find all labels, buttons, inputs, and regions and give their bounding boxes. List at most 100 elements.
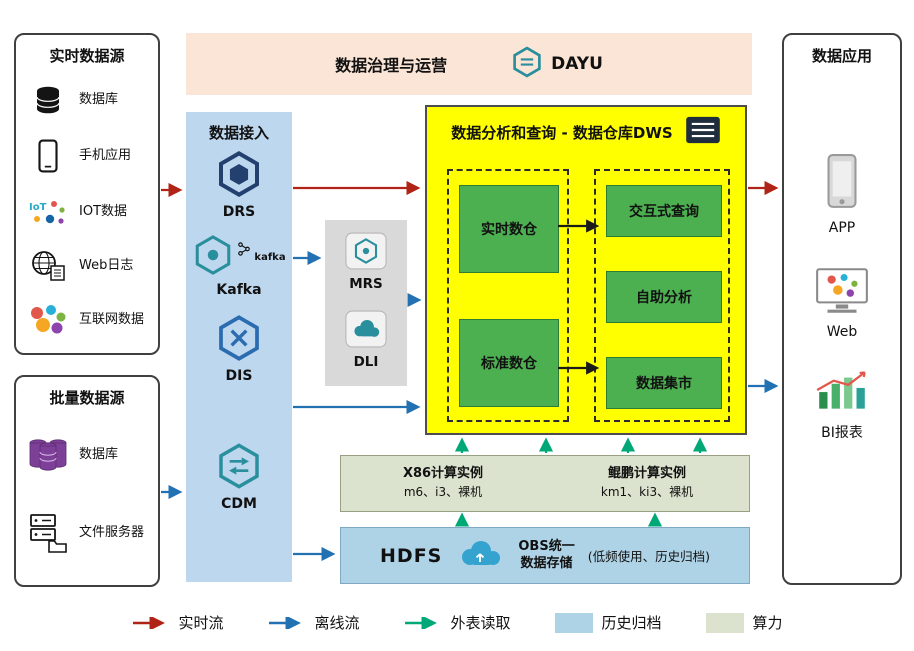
legend-label: 历史归档 <box>601 614 662 632</box>
ingestion-item-cdm: CDM <box>186 442 292 512</box>
compute-title: X86计算实例 <box>402 466 484 482</box>
compute-subtitle: m6、i3、裸机 <box>403 485 483 500</box>
application-item-app: APP <box>784 153 900 236</box>
legend-label: 外表读取 <box>450 614 511 632</box>
source-item-batch-database: 数据库 <box>24 425 154 485</box>
legend-item-archive: 历史归档 <box>554 612 662 633</box>
kafka-logo-icon <box>237 240 251 262</box>
app-phone-icon <box>824 154 860 215</box>
application-item-label: APP <box>828 220 856 236</box>
source-item-label: 文件服务器 <box>79 524 145 540</box>
ingestion-item-label: DIS <box>225 368 253 384</box>
bi-chart-icon <box>813 371 871 417</box>
web-log-icon <box>24 250 72 282</box>
source-item-label: 手机应用 <box>79 147 132 163</box>
ingestion-item-dis: DIS <box>186 314 292 384</box>
middleware-item-mrs: MRS <box>325 232 407 292</box>
ingestion-item-drs: DRS <box>186 150 292 220</box>
database-stack-icon <box>24 437 72 473</box>
legend: 实时流 离线流 外表读取 历史归档 算力 <box>0 612 914 633</box>
dws-node-realtime-warehouse: 实时数仓 <box>459 185 559 273</box>
legend-item-compute: 算力 <box>705 612 783 633</box>
phone-icon <box>24 139 72 173</box>
application-item-label: Web <box>826 324 858 340</box>
source-item-label: 数据库 <box>79 91 119 107</box>
dws-analysis-group: 交互式查询 自助分析 数据集市 <box>594 169 730 422</box>
iot-icon: IoT <box>24 197 72 227</box>
archive-swatch <box>554 612 593 633</box>
dayu-label: DAYU <box>551 54 603 74</box>
application-item-bi: BI报表 <box>784 367 900 442</box>
applications-panel: 数据应用 APP Web BI报表 <box>782 33 902 585</box>
legend-item-offline-flow: 离线流 <box>267 612 359 633</box>
batch-sources-panel: 批量数据源 数据库 文件服务器 <box>14 375 160 587</box>
obs-label: OBS统一 数据存储 <box>518 539 574 573</box>
source-item-database: 数据库 <box>24 75 154 125</box>
teal-arrow-icon <box>405 616 438 629</box>
source-item-label: 数据库 <box>79 446 119 462</box>
source-item-web-log: Web日志 <box>24 241 154 291</box>
realtime-sources-title: 实时数据源 <box>49 47 125 65</box>
dayu-icon <box>511 46 543 83</box>
compute-cell-x86: X86计算实例 m6、i3、裸机 <box>341 456 545 511</box>
legend-item-realtime-flow: 实时流 <box>131 612 223 633</box>
compute-swatch <box>705 612 744 633</box>
svg-text:IoT: IoT <box>29 202 47 213</box>
realtime-sources-panel: 实时数据源 数据库 手机应用 IoT IOT数据 Web日志 <box>14 33 160 355</box>
ingestion-item-label: DRS <box>222 204 256 220</box>
storage-box: HDFS OBS统一 数据存储 (低频使用、历史归档) <box>340 527 750 584</box>
source-item-file-server: 文件服务器 <box>24 501 154 565</box>
legend-label: 实时流 <box>178 614 224 632</box>
compute-cell-kunpeng: 鲲鹏计算实例 km1、ki3、裸机 <box>545 456 749 511</box>
compute-title: 鲲鹏计算实例 <box>607 466 686 482</box>
legend-label: 离线流 <box>314 614 360 632</box>
ingestion-item-label: CDM <box>221 496 257 512</box>
red-arrow-icon <box>133 616 166 629</box>
dws-panel: 数据分析和查询 - 数据仓库DWS 实时数仓 标准数仓 交互式查询 自助分析 数… <box>425 105 747 435</box>
storage-note: (低频使用、历史归档) <box>587 549 710 564</box>
cdm-hexagon-icon <box>215 443 263 494</box>
dis-hexagon-icon <box>215 315 263 366</box>
file-server-icon <box>24 513 72 553</box>
ingestion-item-label: Kafka <box>216 282 262 298</box>
dws-node-self-analysis: 自助分析 <box>606 271 722 323</box>
web-monitor-icon <box>813 268 871 319</box>
ingestion-title: 数据接入 <box>208 124 269 142</box>
internet-data-icon <box>24 304 72 336</box>
source-item-internet-data: 互联网数据 <box>24 295 154 345</box>
legend-item-external-read: 外表读取 <box>403 612 511 633</box>
kafka-hexagon-icon <box>192 234 234 280</box>
dws-node-standard-warehouse: 标准数仓 <box>459 319 559 407</box>
dws-title: 数据分析和查询 - 数据仓库DWS <box>451 123 673 142</box>
middleware-item-label: MRS <box>349 276 383 292</box>
applications-title: 数据应用 <box>811 47 872 65</box>
governance-title: 数据治理与运营 <box>335 56 448 75</box>
source-item-iot: IoT IOT数据 <box>24 187 154 237</box>
ingestion-item-kafka: kafka Kafka <box>186 234 292 298</box>
application-item-label: BI报表 <box>821 425 863 441</box>
governance-bar: 数据治理与运营 DAYU <box>186 33 752 95</box>
source-item-mobile-app: 手机应用 <box>24 131 154 181</box>
database-icon <box>24 84 72 116</box>
dws-node-interactive-query: 交互式查询 <box>606 185 722 237</box>
dws-warehouse-group: 实时数仓 标准数仓 <box>447 169 569 422</box>
batch-sources-title: 批量数据源 <box>49 389 125 407</box>
dli-icon <box>344 310 388 352</box>
hdfs-label: HDFS <box>380 544 443 567</box>
dws-node-data-mart: 数据集市 <box>606 357 722 409</box>
ingestion-column: 数据接入 DRS kafka Kafka DIS <box>186 112 292 582</box>
middleware-item-label: DLI <box>353 354 379 370</box>
blue-arrow-icon <box>269 616 302 629</box>
drs-hexagon-icon <box>215 151 263 202</box>
obs-label-line2: 数据存储 <box>520 555 573 571</box>
kafka-logo-text: kafka <box>254 252 286 263</box>
document-icon <box>685 116 721 148</box>
dws-title-row: 数据分析和查询 - 数据仓库DWS <box>427 107 745 148</box>
compute-box: X86计算实例 m6、i3、裸机 鲲鹏计算实例 km1、ki3、裸机 <box>340 455 750 512</box>
source-item-label: Web日志 <box>79 257 134 273</box>
obs-cloud-icon <box>455 538 505 574</box>
application-item-web: Web <box>784 267 900 340</box>
compute-subtitle: km1、ki3、裸机 <box>600 485 694 500</box>
middleware-item-dli: DLI <box>325 310 407 370</box>
